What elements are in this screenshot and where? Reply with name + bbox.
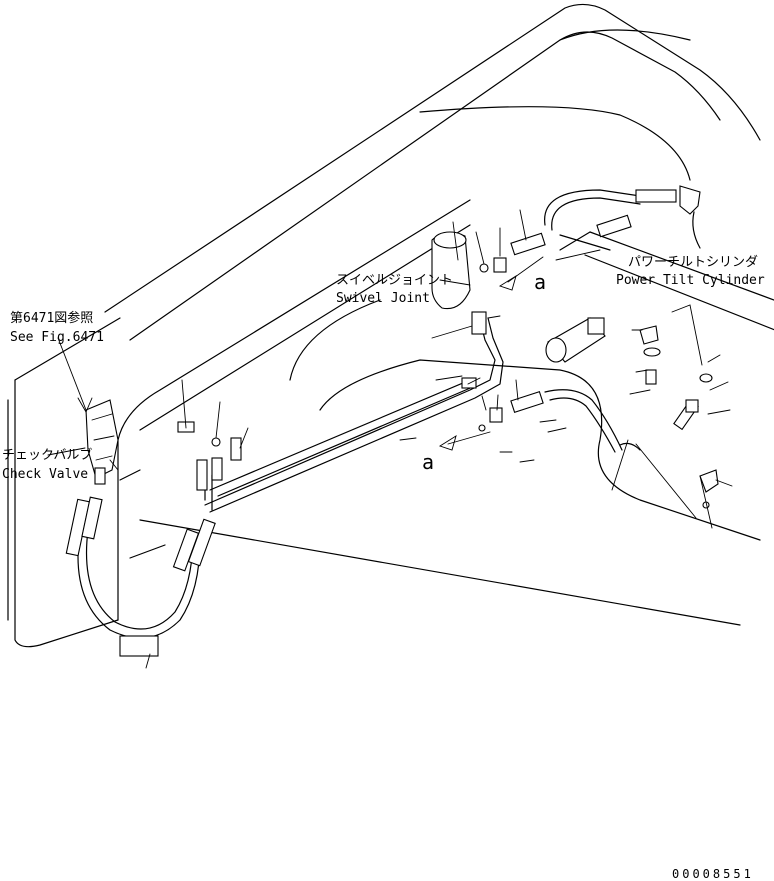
lower-right-fittings	[478, 389, 719, 509]
see-fig-label-en: See Fig.6471	[10, 330, 104, 345]
leader-lines	[47, 209, 733, 669]
drawing-number: 00008551	[672, 867, 754, 881]
upper-hose	[544, 185, 701, 251]
check-valve-label-jp: チェックバルブ	[2, 448, 93, 463]
hose-assembly	[65, 496, 216, 657]
callout-a-upper: a	[534, 270, 547, 294]
callout-a-lower: a	[422, 450, 435, 474]
power-tilt-label-jp: パワーチルトシリンダ	[628, 255, 759, 270]
power-tilt-label-en: Power Tilt Cylinder	[616, 273, 765, 288]
swivel-joint-label-jp: スイベルジョイント	[336, 273, 454, 288]
check-valve-part	[85, 399, 119, 485]
power-tilt-cylinder-part	[545, 317, 713, 385]
steel-tubes	[177, 317, 504, 513]
frame-outline	[7, 3, 774, 648]
swivel-joint-part	[431, 231, 546, 335]
swivel-joint-label-en: Swivel Joint	[336, 291, 430, 306]
check-valve-label-en: Check Valve	[2, 467, 89, 482]
see-fig-label-jp: 第6471図参照	[10, 311, 94, 326]
